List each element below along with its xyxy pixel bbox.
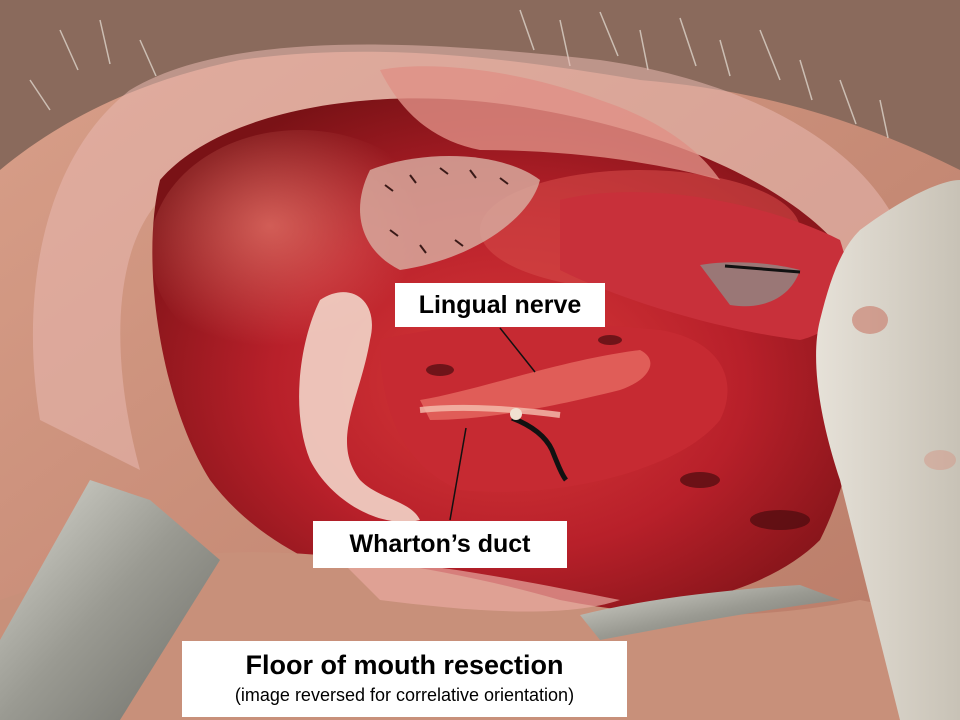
caption-title: Floor of mouth resection <box>245 650 564 680</box>
lingual-nerve-label: Lingual nerve <box>395 283 605 327</box>
figure-caption: Floor of mouth resection (image reversed… <box>182 641 627 717</box>
caption-subtitle: (image reversed for correlative orientat… <box>234 685 575 705</box>
whartons-duct-label: Wharton’s duct <box>313 521 567 568</box>
whartons-duct-pointer <box>449 427 467 521</box>
lingual-nerve-pointer <box>499 327 536 373</box>
